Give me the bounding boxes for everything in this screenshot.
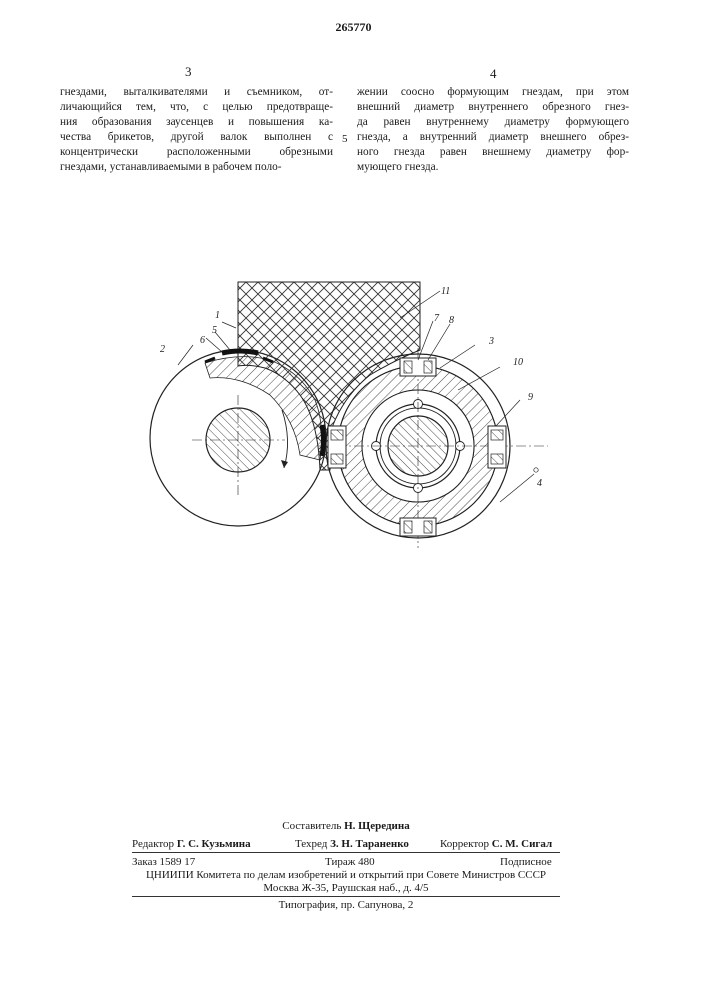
patent-number: 265770 — [0, 20, 707, 35]
ref-label: 5 — [212, 325, 217, 336]
techred-label: Техред — [295, 838, 327, 850]
compiler-line: Составитель Н. Щередина — [132, 820, 560, 832]
editor-label: Редактор — [132, 838, 174, 850]
ref-label: 2 — [160, 344, 165, 355]
text-column-right: жении соосно формующим гнездам, при этом… — [357, 85, 629, 175]
text-column-left: гнездами, выталкивателями и съемником, о… — [60, 85, 333, 175]
circulation: Тираж 480 — [325, 856, 375, 868]
cutting-nest-right — [488, 426, 506, 468]
ref-label: 4 — [537, 478, 542, 489]
corrector-label: Корректор — [440, 838, 489, 850]
text-line: жении соосно формующим гнездам, при этом — [357, 85, 629, 100]
order-number: Заказ 1589 17 — [132, 856, 195, 868]
editor-credit: Редактор Г. С. Кузьмина — [132, 838, 251, 850]
techred-credit: Техред З. Н. Тараненко — [295, 838, 409, 850]
techred-name: З. Н. Тараненко — [330, 838, 409, 850]
text-line: да равен внутреннему диаметру формующего — [357, 115, 629, 130]
forming-nest-side — [322, 425, 324, 456]
text-line: гнезда, а внутренний диаметр внешнего об… — [357, 130, 629, 145]
address-line: Москва Ж-35, Раушская наб., д. 4/5 — [132, 882, 560, 894]
ref-label: 7 — [434, 313, 440, 324]
text-line: чества брикетов, другой валок выполнен с — [60, 130, 333, 145]
ref-label: 8 — [449, 315, 454, 326]
compiler-name: Н. Щередина — [344, 820, 410, 832]
compiler-label: Составитель — [282, 820, 341, 832]
text-line: мующего гнезда. — [357, 160, 629, 175]
text-line: гнездами, устанавливаемыми в рабочем пол… — [60, 160, 333, 175]
ref-label: 1 — [215, 310, 220, 321]
footer-divider — [132, 852, 560, 853]
cutting-nest-top — [400, 358, 436, 376]
subscription: Подписное — [500, 856, 552, 868]
forming-nest-top — [222, 351, 258, 353]
text-line: гнездами, выталкивателями и съемником, о… — [60, 85, 333, 100]
column-number-right: 4 — [490, 66, 497, 82]
text-line: личающийся тем, что, с целью предотвраще… — [60, 100, 333, 115]
text-line: внешний диаметр внутреннего обрезного гн… — [357, 100, 629, 115]
line-number-marker: 5 — [342, 133, 348, 145]
editor-name: Г. С. Кузьмина — [177, 838, 251, 850]
ref-label: 9 — [528, 392, 533, 403]
footer-divider — [132, 896, 560, 897]
text-line: концентрически расположенными обрезными — [60, 145, 333, 160]
ref-label: 10 — [513, 357, 523, 368]
ref-label: 11 — [441, 286, 450, 297]
cutting-nest-left — [328, 426, 346, 468]
printer-line: Типография, пр. Сапунова, 2 — [132, 899, 560, 911]
text-line: ного гнезда равен внешнему диаметру фор- — [357, 145, 629, 160]
ref-label: 6 — [200, 335, 205, 346]
ref-label: 3 — [488, 336, 494, 347]
organization-line: ЦНИИПИ Комитета по делам изобретений и о… — [132, 869, 560, 881]
corrector-credit: Корректор С. М. Сигал — [440, 838, 552, 850]
corrector-name: С. М. Сигал — [492, 838, 552, 850]
technical-drawing: 1 2 3 4 5 6 7 8 9 10 11 — [140, 275, 560, 585]
cutting-nest-bottom — [400, 518, 436, 536]
column-number-left: 3 — [185, 64, 192, 80]
text-line: ния образования заусенцев и повышения ка… — [60, 115, 333, 130]
